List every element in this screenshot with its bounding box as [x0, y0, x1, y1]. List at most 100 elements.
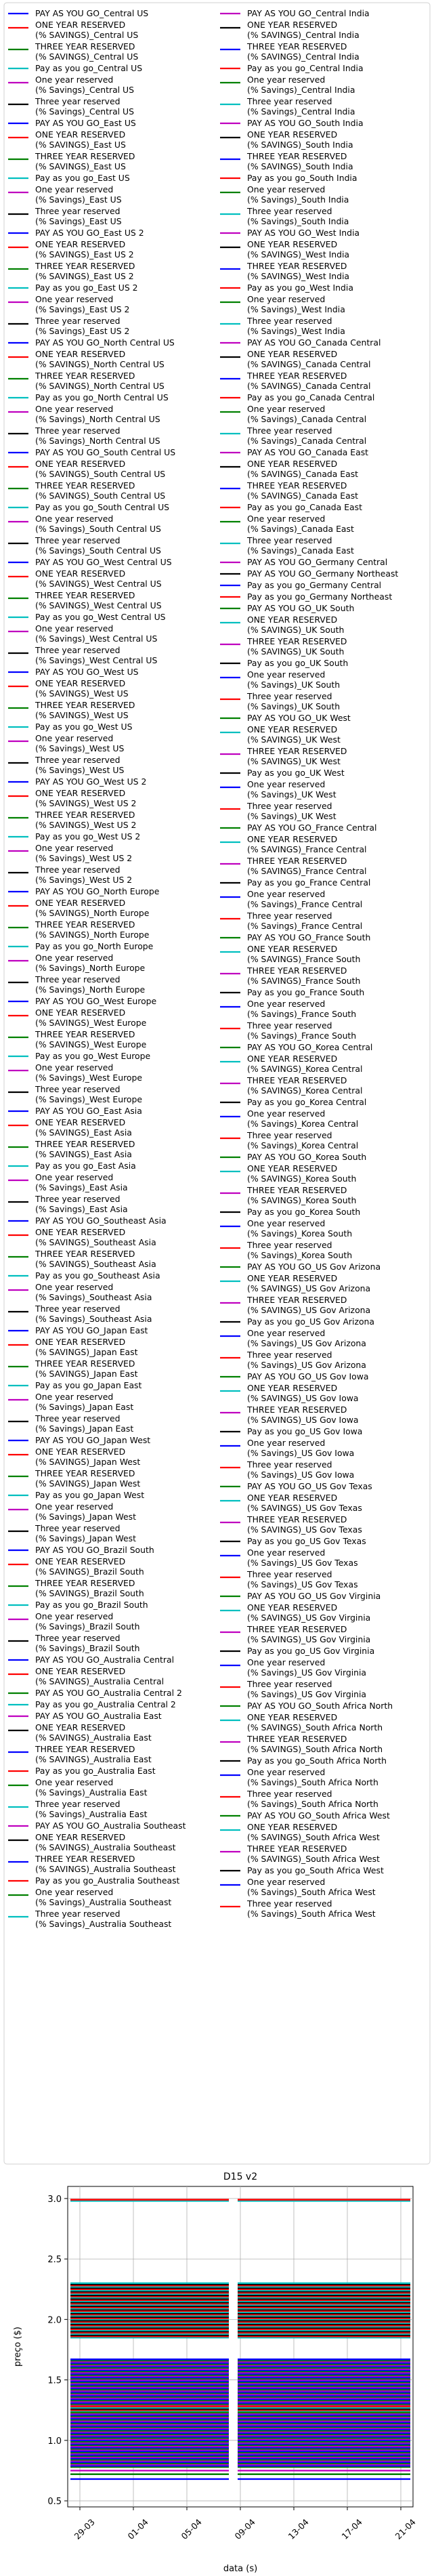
- legend-label: One year reserved: [247, 999, 325, 1009]
- legend-label: (% Savings)_East Asia: [35, 1204, 128, 1214]
- legend-label: Pay as you go_Southeast Asia: [35, 1270, 160, 1281]
- legend-label: Three year reserved: [35, 974, 120, 984]
- legend-label: One year reserved: [35, 1172, 113, 1182]
- legend-label: Three year reserved: [246, 1569, 332, 1579]
- legend-label: PAY AS YOU GO_Australia Central: [35, 1655, 174, 1665]
- legend-label: (% Savings)_US Gov Texas: [247, 1558, 358, 1568]
- legend-label: One year reserved: [35, 404, 113, 414]
- legend-label: Three year reserved: [246, 911, 332, 921]
- legend-label: Pay as you go_West India: [247, 283, 353, 293]
- legend-label: (% Savings)_Central US: [35, 85, 134, 95]
- legend-label: Three year reserved: [35, 1084, 120, 1094]
- legend-label: PAY AS YOU GO_South Central US: [35, 447, 175, 457]
- legend-label: (% Savings)_East US 2: [35, 326, 129, 336]
- legend-label: (% Savings)_Australia East: [35, 1809, 148, 1819]
- legend-label: ONE YEAR RESERVED: [247, 239, 337, 249]
- legend-label: Three year reserved: [246, 801, 332, 811]
- legend-label: (% SAVINGS)_UK South: [247, 646, 344, 657]
- legend-label: THREE YEAR RESERVED: [35, 1854, 135, 1864]
- legend-label: (% SAVINGS)_Brazil South: [35, 1566, 144, 1577]
- x-tick-label: 29-03: [72, 2517, 97, 2541]
- legend-label: (% SAVINGS)_South India: [247, 161, 353, 171]
- legend-label: Three year reserved: [35, 96, 120, 106]
- legend-label: (% Savings)_Canada Central: [247, 414, 366, 424]
- legend-label: ONE YEAR RESERVED: [247, 834, 337, 844]
- x-tick-label: 09-04: [233, 2517, 257, 2541]
- legend-label: Pay as you go_Korea South: [247, 1207, 360, 1217]
- legend-label: (% Savings)_Korea South: [247, 1250, 352, 1260]
- legend-label: THREE YEAR RESERVED: [35, 1744, 135, 1754]
- legend-label: PAY AS YOU GO_West US 2: [35, 776, 146, 787]
- legend-label: THREE YEAR RESERVED: [246, 1185, 347, 1195]
- legend-label: (% SAVINGS)_North Europe: [35, 908, 149, 918]
- legend-label: One year reserved: [35, 1392, 113, 1402]
- legend-label: THREE YEAR RESERVED: [246, 41, 347, 51]
- legend-label: THREE YEAR RESERVED: [246, 371, 347, 381]
- legend-label: PAY AS YOU GO_France Central: [247, 823, 376, 833]
- legend-label: Three year reserved: [246, 535, 332, 545]
- legend-label: (% SAVINGS)_East Asia: [35, 1149, 132, 1159]
- legend-label: THREE YEAR RESERVED: [246, 151, 347, 161]
- legend-label: (% Savings)_South Africa West: [247, 1887, 376, 1897]
- legend-label: PAY AS YOU GO_South Africa North: [247, 1701, 393, 1711]
- legend-label: ONE YEAR RESERVED: [35, 678, 125, 688]
- legend-label: Pay as you go_South Central US: [35, 502, 169, 512]
- legend-label: One year reserved: [247, 514, 325, 524]
- legend-label: Pay as you go_Germany Central: [247, 580, 381, 590]
- legend-label: (% Savings)_UK South: [247, 701, 340, 711]
- legend-label: One year reserved: [247, 1218, 325, 1228]
- legend-label: (% Savings)_US Gov Virginia: [247, 1667, 366, 1678]
- legend-label: One year reserved: [247, 1438, 325, 1448]
- y-tick-label: 1.5: [47, 2376, 62, 2386]
- legend-label: One year reserved: [247, 1767, 325, 1777]
- legend-label: (% Savings)_West Europe: [35, 1094, 142, 1104]
- legend-label: THREE YEAR RESERVED: [246, 1624, 347, 1634]
- legend-label: (% SAVINGS)_East US 2: [35, 271, 134, 281]
- legend-label: One year reserved: [247, 1547, 325, 1558]
- x-tick-label: 17-04: [340, 2517, 364, 2541]
- legend-label: (% Savings)_West India: [247, 304, 345, 314]
- legend-label: ONE YEAR RESERVED: [35, 788, 125, 798]
- legend-label: (% SAVINGS)_Japan East: [35, 1369, 138, 1379]
- legend-label: One year reserved: [247, 75, 325, 85]
- legend-label: One year reserved: [35, 1282, 113, 1292]
- legend-label: ONE YEAR RESERVED: [35, 1227, 125, 1237]
- legend-label: (% SAVINGS)_US Gov Texas: [247, 1503, 362, 1513]
- legend-label: THREE YEAR RESERVED: [35, 41, 135, 51]
- legend-label: ONE YEAR RESERVED: [247, 1712, 337, 1722]
- legend-label: One year reserved: [35, 733, 113, 743]
- legend-label: (% SAVINGS)_North Central US: [35, 381, 165, 391]
- legend-label: (% SAVINGS)_Central US: [35, 51, 138, 62]
- legend-label: (% Savings)_West India: [247, 326, 345, 336]
- legend-label: Pay as you go_US Gov Texas: [247, 1536, 366, 1546]
- legend-label: PAY AS YOU GO_Brazil South: [35, 1545, 154, 1555]
- legend-label: ONE YEAR RESERVED: [247, 1054, 337, 1064]
- legend-label: (% Savings)_France Central: [247, 899, 362, 909]
- legend-label: (% SAVINGS)_UK West: [247, 756, 341, 766]
- legend-label: PAY AS YOU GO_Germany Central: [247, 557, 387, 567]
- legend-label: ONE YEAR RESERVED: [35, 1007, 125, 1018]
- legend-label: Pay as you go_North Europe: [35, 941, 153, 951]
- legend-label: Three year reserved: [246, 691, 332, 701]
- legend-label: (% Savings)_Canada East: [247, 524, 354, 534]
- legend-label: One year reserved: [247, 669, 325, 680]
- legend-label: (% SAVINGS)_West US: [35, 688, 129, 699]
- legend-label: Three year reserved: [35, 1909, 120, 1919]
- legend-label: One year reserved: [35, 184, 113, 194]
- legend-label: One year reserved: [247, 294, 325, 304]
- legend-label: ONE YEAR RESERVED: [247, 615, 337, 625]
- legend-label: (% Savings)_Japan West: [35, 1533, 136, 1543]
- legend-label: Pay as you go_Canada East: [247, 502, 362, 512]
- legend-label: (% SAVINGS)_US Gov Iowa: [247, 1415, 359, 1425]
- legend-label: (% SAVINGS)_Southeast Asia: [35, 1237, 156, 1247]
- legend-label: PAY AS YOU GO_Japan West: [35, 1435, 150, 1445]
- legend-label: THREE YEAR RESERVED: [246, 856, 347, 866]
- legend-label: (% SAVINGS)_West Europe: [35, 1018, 146, 1028]
- legend-label: Pay as you go_Australia Central 2: [35, 1699, 176, 1709]
- legend-label: (% Savings)_US Gov Texas: [247, 1579, 358, 1590]
- legend-label: One year reserved: [35, 953, 113, 963]
- legend-label: (% Savings)_US Gov Iowa: [247, 1470, 354, 1480]
- legend-label: Pay as you go_Canada Central: [247, 392, 374, 402]
- legend-label: ONE YEAR RESERVED: [35, 1556, 125, 1566]
- legend-label: (% SAVINGS)_South Africa North: [247, 1744, 383, 1754]
